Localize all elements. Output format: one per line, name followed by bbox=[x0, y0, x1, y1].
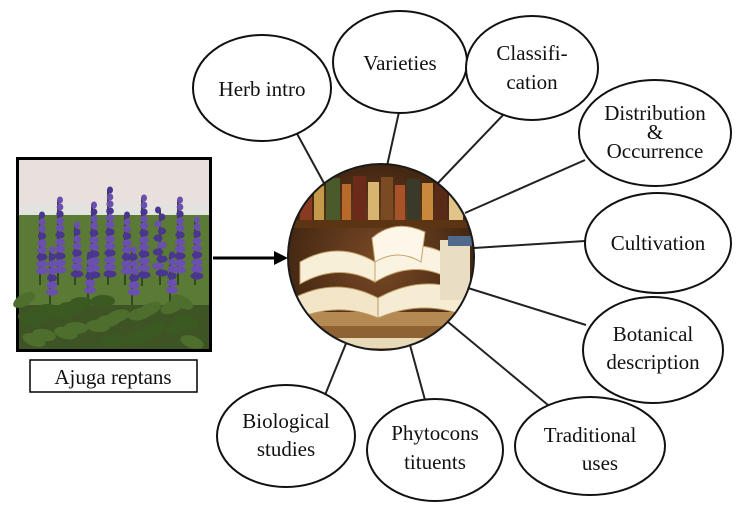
topic-cultivation: Cultivation bbox=[584, 192, 732, 294]
connector-lines bbox=[294, 111, 587, 406]
topic-biological-studies: Biological studies bbox=[216, 384, 356, 488]
label-distribution-line2: & bbox=[647, 120, 663, 144]
label-botanical-line1: Botanical bbox=[613, 322, 694, 346]
arrow-to-hub bbox=[213, 251, 288, 265]
label-phyto-line2: tituents bbox=[404, 450, 466, 474]
label-classification-line2: cation bbox=[506, 70, 558, 94]
topic-varieties: Varieties bbox=[332, 10, 468, 114]
label-biological-line2: studies bbox=[257, 437, 315, 461]
label-varieties: Varieties bbox=[363, 51, 436, 75]
topic-traditional-uses: Traditional uses bbox=[514, 396, 666, 496]
connector-cultivation bbox=[473, 240, 586, 249]
label-traditional-line1: Traditional bbox=[544, 423, 637, 447]
bubble-traditional-uses bbox=[514, 396, 666, 496]
label-distribution-line1: Distribution bbox=[604, 101, 706, 125]
label-traditional-line2: uses bbox=[582, 451, 618, 475]
label-cultivation: Cultivation bbox=[611, 231, 706, 255]
connector-botanical-description bbox=[467, 287, 587, 326]
label-herb-intro: Herb intro bbox=[219, 77, 306, 101]
label-botanical-line2: description bbox=[606, 350, 700, 374]
bubble-botanical-description bbox=[582, 296, 724, 404]
bubble-phytoconstituents bbox=[366, 398, 504, 502]
connector-herb-intro bbox=[294, 129, 326, 186]
bubble-classification bbox=[465, 15, 599, 121]
bubble-cultivation bbox=[584, 192, 732, 294]
books-hub bbox=[287, 163, 475, 351]
label-biological-line1: Biological bbox=[242, 409, 330, 433]
connector-phytoconstituents bbox=[409, 344, 426, 401]
connector-distribution bbox=[464, 159, 586, 214]
topic-classification: Classifi- cation bbox=[465, 15, 599, 121]
topic-phytoconstituents: Phytocons tituents bbox=[366, 398, 504, 502]
ajuga-plant-image bbox=[13, 157, 212, 352]
connector-traditional-uses bbox=[447, 321, 549, 406]
plant-name-box: Ajuga reptans bbox=[29, 359, 198, 393]
label-classification-line1: Classifi- bbox=[496, 41, 567, 65]
plant-name-label: Ajuga reptans bbox=[54, 365, 171, 389]
label-phyto-line1: Phytocons bbox=[391, 421, 479, 445]
connector-biological-studies bbox=[322, 340, 348, 401]
bubble-herb-intro bbox=[192, 34, 332, 142]
label-distribution-line3: Occurrence bbox=[607, 139, 704, 163]
connector-varieties bbox=[386, 111, 400, 167]
topic-botanical-description: Botanical description bbox=[582, 296, 724, 404]
topic-distribution: Distribution & Occurrence bbox=[578, 79, 732, 187]
bubble-biological-studies bbox=[216, 384, 356, 488]
topic-herb-intro: Herb intro bbox=[192, 34, 332, 142]
bubble-distribution bbox=[578, 79, 732, 187]
connector-classification bbox=[437, 112, 506, 184]
